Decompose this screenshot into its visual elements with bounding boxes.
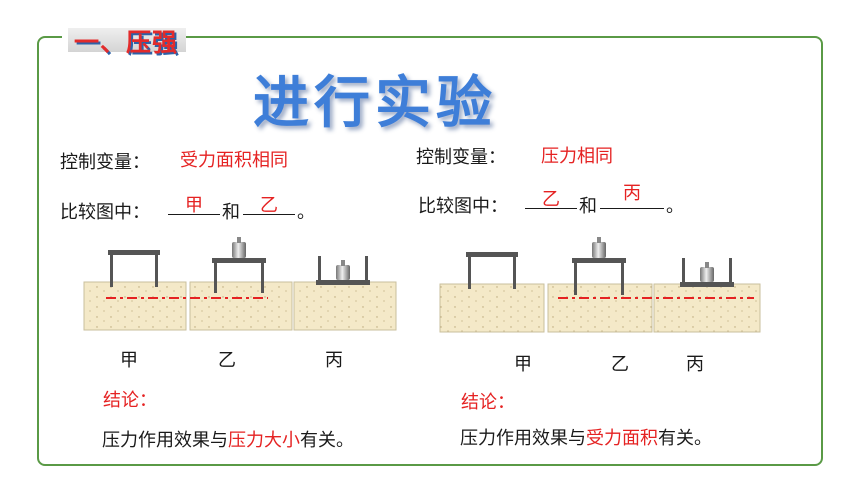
section-title: 一、压强: [74, 28, 179, 57]
right-period: 。: [666, 196, 684, 217]
right-experiment-diagram: [439, 237, 761, 333]
left-blank-2: 乙: [243, 197, 295, 215]
left-and: 和: [222, 202, 240, 223]
table-leg: [318, 256, 321, 280]
right-label-yi: 乙: [611, 354, 629, 375]
sand-box-yi: [189, 281, 293, 331]
left-label-yi: 乙: [218, 350, 236, 371]
weight-hook: [341, 260, 345, 266]
main-title: 进行实验: [253, 71, 497, 136]
weight-hook: [597, 237, 601, 243]
right-label-jia: 甲: [514, 354, 532, 375]
section-tag: 一、压强: [62, 22, 186, 57]
right-conclusion-label: 结论：: [461, 392, 515, 413]
sand-box-jia: [439, 283, 545, 333]
weight-icon: [700, 267, 714, 282]
left-label-bing: 丙: [325, 350, 343, 371]
left-compare-label: 比较图中：: [60, 202, 150, 223]
right-control-label: 控制变量：: [416, 147, 506, 168]
left-conclusion-suffix: 有关。: [300, 430, 354, 451]
sand-box-yi: [547, 283, 653, 333]
table-leg: [729, 258, 732, 282]
sand-box-bing: [293, 281, 397, 331]
right-blank-1: 乙: [525, 191, 577, 209]
left-conclusion: 压力作用效果与压力大小有关。: [102, 426, 354, 452]
sand-box-jia: [83, 281, 187, 331]
weight-hook: [237, 237, 241, 243]
weight-icon: [592, 242, 606, 258]
weight-icon: [336, 265, 350, 280]
left-experiment-diagram: [83, 237, 397, 331]
table-leg: [365, 256, 368, 280]
left-period: 。: [297, 202, 315, 223]
left-control-label: 控制变量：: [60, 152, 150, 173]
table-top-yi: [572, 258, 626, 263]
section-tag-bar: [68, 28, 186, 52]
right-blank-2: 丙: [600, 185, 664, 209]
table-top-yi: [212, 258, 266, 263]
left-blank-1: 甲: [168, 197, 220, 215]
left-conclusion-label: 结论：: [103, 390, 157, 411]
left-label-jia: 甲: [120, 350, 138, 371]
right-control-value: 压力相同: [541, 146, 613, 167]
table-top-jia: [466, 252, 518, 257]
table-leg: [155, 255, 158, 287]
table-top-jia: [108, 250, 160, 255]
table-top-bing: [680, 282, 734, 287]
right-and: 和: [579, 196, 597, 217]
table-leg: [682, 258, 685, 282]
table-leg: [574, 263, 577, 295]
table-leg: [214, 263, 217, 293]
table-leg: [621, 263, 624, 295]
left-conclusion-highlight: 压力大小: [228, 430, 300, 451]
table-leg: [261, 263, 264, 293]
table-leg: [110, 255, 113, 287]
content-frame: [37, 36, 823, 466]
left-conclusion-prefix: 压力作用效果与: [102, 430, 228, 451]
sand-box-bing: [653, 283, 761, 333]
weight-hook: [705, 262, 709, 268]
right-conclusion-highlight: 受力面积: [586, 428, 658, 449]
right-conclusion: 压力作用效果与受力面积有关。: [460, 424, 712, 450]
table-top-bing: [316, 280, 370, 285]
right-conclusion-prefix: 压力作用效果与: [460, 428, 586, 449]
left-control-value: 受力面积相同: [180, 150, 288, 171]
right-conclusion-suffix: 有关。: [658, 428, 712, 449]
weight-icon: [232, 242, 246, 258]
table-leg: [513, 257, 516, 289]
right-compare-label: 比较图中：: [418, 196, 508, 217]
table-leg: [468, 257, 471, 289]
right-label-bing: 丙: [686, 354, 704, 375]
